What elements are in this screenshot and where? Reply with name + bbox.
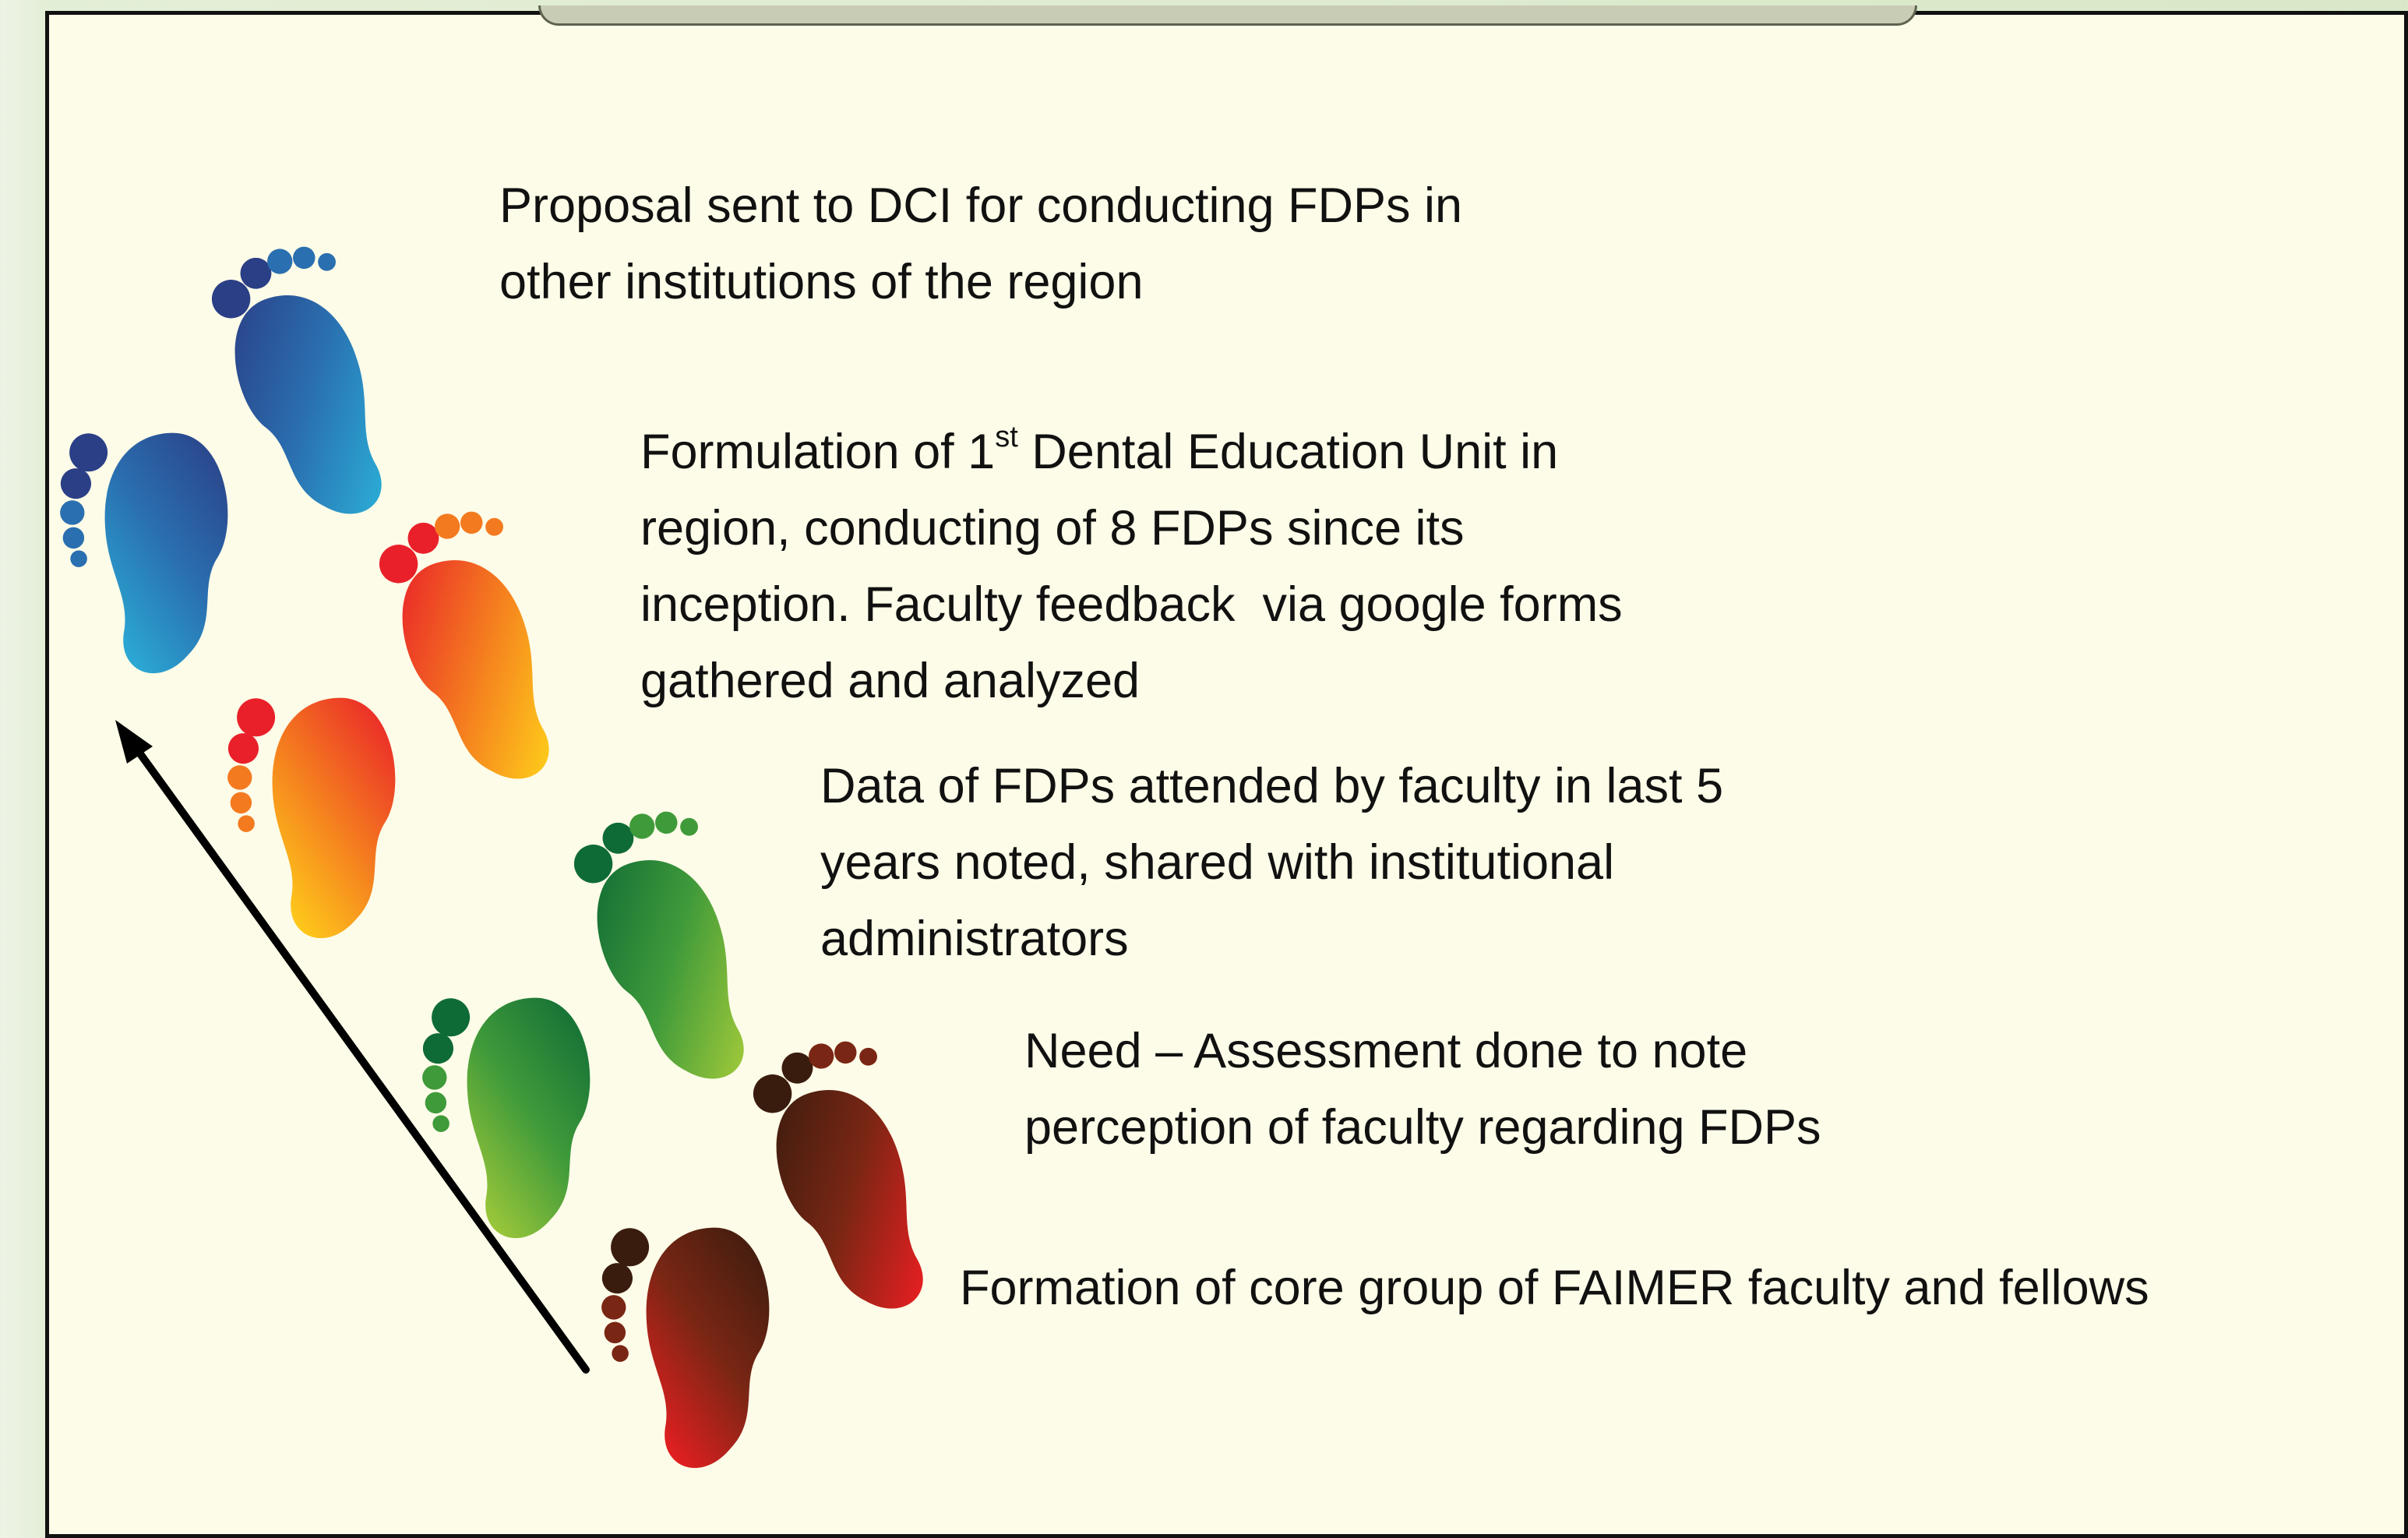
- diagram-panel: [45, 5, 2408, 1538]
- step-1-line-1: Formation of core group of FAIMER facult…: [960, 1261, 2149, 1315]
- footprint-green-right-foot: [573, 811, 744, 1079]
- step-4-line-2: region, conducting of 8 FDPs since its: [640, 501, 1465, 556]
- step-1-text: Formation of core group of FAIMER facult…: [960, 1250, 2149, 1326]
- progress-arrow-shaft: [133, 746, 590, 1374]
- step-3-line-3: administrators: [820, 912, 1129, 966]
- step-5-line-2: other institutions of the region: [499, 255, 1144, 309]
- footprint-green: [422, 811, 744, 1239]
- step-4-line-1-pre: Formulation of 1: [640, 425, 996, 479]
- footprint-brown-right-foot: [753, 1041, 923, 1309]
- step-3-text: Data of FDPs attended by faculty in last…: [820, 748, 1723, 977]
- progress-arrow-head: [115, 720, 153, 764]
- footprint-blue: [60, 246, 382, 674]
- footprint-orange-left-foot: [227, 697, 396, 939]
- step-2-line-1: Need – Assessment done to note: [1024, 1024, 1748, 1078]
- step-5-text: Proposal sent to DCI for conducting FDPs…: [499, 168, 1462, 320]
- footprint-orange-right-foot: [379, 511, 549, 779]
- progress-arrow: [115, 720, 590, 1374]
- step-2-line-2: perception of faculty regarding FDPs: [1024, 1100, 1821, 1155]
- footprint-green-left-foot: [422, 997, 591, 1239]
- step-4-line-4: gathered and analyzed: [640, 654, 1141, 708]
- step-5-line-1: Proposal sent to DCI for conducting FDPs…: [499, 178, 1463, 233]
- step-4-line-1-post: Dental Education Unit in: [1017, 425, 1559, 479]
- step-3-line-2: years noted, shared with institutional: [820, 835, 1615, 890]
- step-4-line-3: inception. Faculty feedback via google f…: [640, 577, 1623, 632]
- step-2-text: Need – Assessment done to note perceptio…: [1024, 1013, 1821, 1166]
- footprint-brown: [601, 1041, 923, 1469]
- footprint-blue-right-foot: [211, 246, 382, 514]
- title-tab-strip: [538, 5, 1917, 26]
- step-4-text: Formulation of 1st Dental Education Unit…: [640, 404, 1623, 719]
- footprint-orange: [227, 511, 549, 939]
- footprint-brown-left-foot: [601, 1227, 770, 1469]
- step-4-line-1-sup: st: [995, 421, 1018, 453]
- step-3-line-1: Data of FDPs attended by faculty in last…: [820, 759, 1724, 813]
- step-4-line-1: Formulation of 1st Dental Education Unit…: [640, 404, 1623, 490]
- footprint-blue-left-foot: [60, 432, 228, 674]
